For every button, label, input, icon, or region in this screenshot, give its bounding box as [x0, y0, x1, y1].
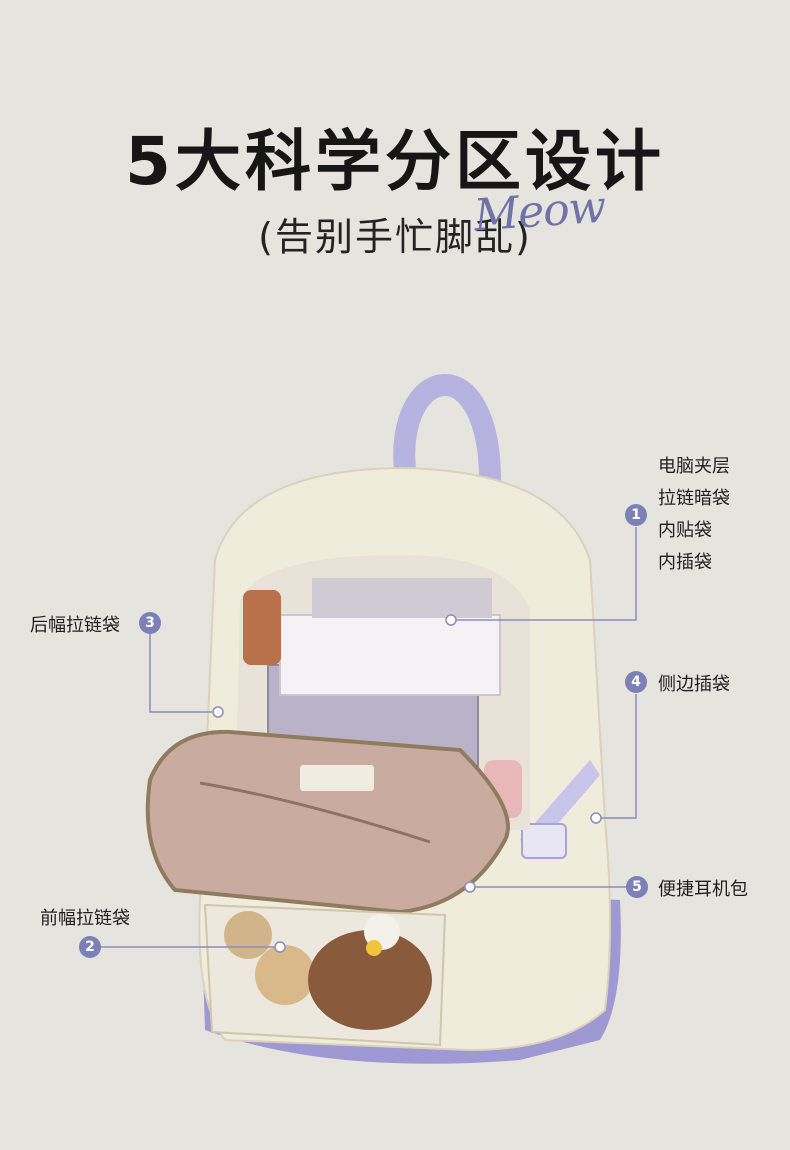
book-white — [279, 614, 501, 696]
callout-3-label: 后幅拉链袋 — [30, 615, 120, 636]
callout-badge-4: 4 — [625, 671, 647, 693]
page-title: 5大科学分区设计 — [125, 123, 665, 200]
plush-bird-beak — [366, 940, 382, 956]
leader-line-3 — [149, 634, 218, 713]
callout-badge-2: 2 — [79, 936, 101, 958]
callout-5-label: 便捷耳机包 — [658, 879, 748, 900]
front-flap — [145, 729, 510, 915]
plush-bear-2 — [255, 945, 315, 1005]
bottle — [243, 590, 281, 665]
leader-dot-2 — [274, 941, 286, 953]
callout-badge-3: 3 — [139, 612, 161, 634]
callout-1-line-3: 内贴袋 — [658, 520, 712, 541]
flap-zipper — [199, 781, 431, 844]
flap-tag — [300, 765, 374, 791]
side-buckle — [521, 823, 567, 859]
callout-badge-1: 1 — [625, 504, 647, 526]
callout-1-list: 电脑夹层 拉链暗袋 内贴袋 内插袋 — [658, 451, 730, 579]
callout-1-line-1: 电脑夹层 — [658, 456, 730, 477]
callout-4-label: 侧边插袋 — [658, 674, 730, 695]
leader-dot-4 — [590, 812, 602, 824]
callout-1-line-2: 拉链暗袋 — [658, 488, 730, 509]
callout-badge-5: 5 — [626, 876, 648, 898]
callout-2-label: 前幅拉链袋 — [40, 908, 130, 929]
leader-dot-1 — [445, 614, 457, 626]
plush-bear — [224, 911, 272, 959]
leader-line-4 — [596, 694, 637, 819]
leader-dot-3 — [212, 706, 224, 718]
plush-cookie — [308, 930, 432, 1030]
book-gray — [312, 578, 492, 618]
leader-line-1 — [451, 527, 637, 621]
callout-1-line-4: 内插袋 — [658, 552, 712, 573]
bag-handle — [393, 373, 501, 491]
page-subtitle: (告别手忙脚乱) — [258, 215, 532, 259]
leader-dot-5 — [464, 881, 476, 893]
